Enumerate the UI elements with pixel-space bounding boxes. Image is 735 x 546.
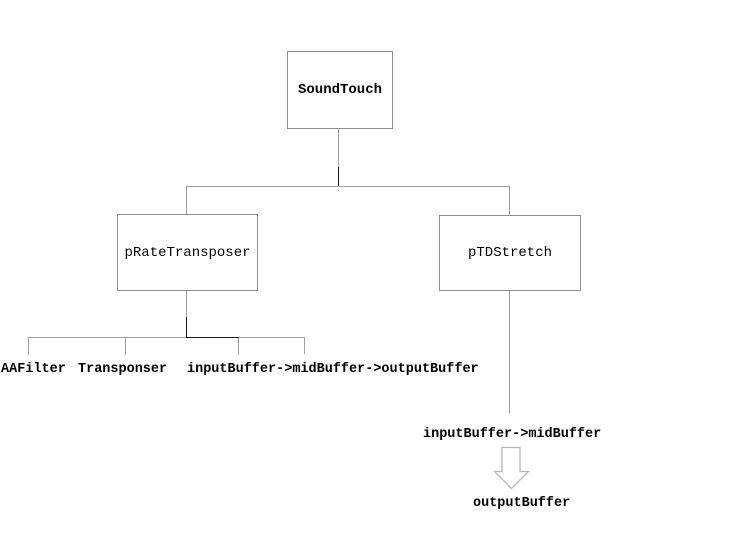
connector-leaves-horizontal-dark-segment [186,337,239,338]
connector-root-vertical-dark-segment [338,167,339,186]
connector-left-branch-vertical [186,291,187,337]
connector-right-child-drop [509,187,510,215]
leaf-aafilter-label: AAFilter [1,362,66,377]
leaf-tick-2 [125,338,126,355]
node-pratetransposer-label: pRateTransposer [124,244,251,261]
leaf-tick-4 [304,338,305,354]
node-pratetransposer: pRateTransposer [117,214,258,291]
leaf-tick-3 [238,338,239,355]
connector-left-branch-vertical-dark-segment [186,317,187,337]
down-arrow-icon [492,446,531,490]
leaf-buffer-chain-label: inputBuffer->midBuffer->outputBuffer [187,362,479,377]
flow-outputbuffer-label: outputBuffer [473,496,571,511]
leaf-tick-1 [28,338,29,355]
node-ptdstretch: pTDStretch [439,215,581,291]
connector-right-branch-vertical [509,291,510,413]
connector-root-vertical [338,129,339,186]
node-soundtouch-label: SoundTouch [297,82,382,98]
connector-left-child-drop [186,187,187,214]
connector-level1-horizontal [186,186,510,187]
leaf-transponser-label: Transponser [78,362,168,377]
flow-inputbuffer-midbuffer-label: inputBuffer->midBuffer [423,427,602,442]
connector-leaves-horizontal [28,337,305,338]
node-ptdstretch-label: pTDStretch [467,245,552,261]
node-soundtouch: SoundTouch [287,51,393,129]
